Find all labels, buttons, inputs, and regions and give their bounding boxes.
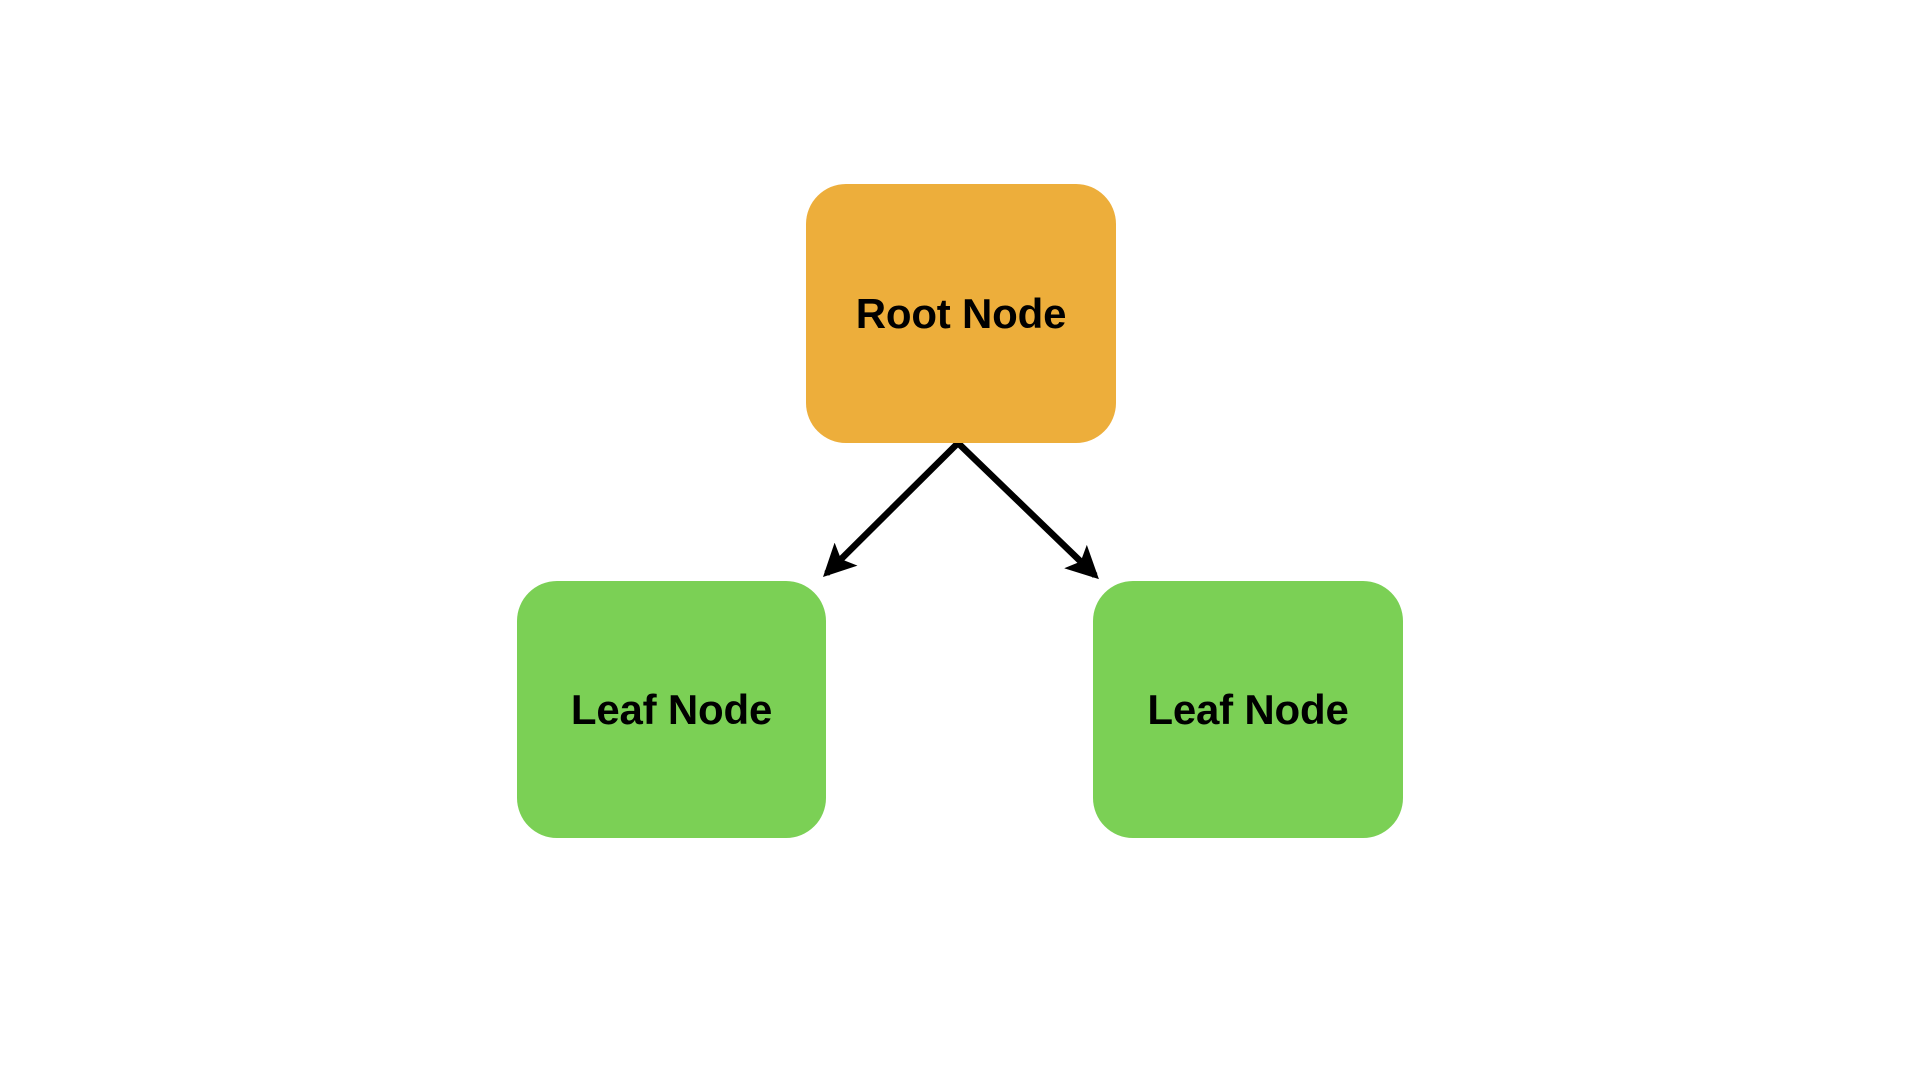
node-leaf-left-label: Leaf Node (570, 685, 773, 733)
node-leaf-right-label: Leaf Node (1147, 685, 1349, 733)
node-root-label: Root Node (855, 289, 1067, 337)
node-root[interactable]: Root Node (806, 184, 1116, 443)
edge-root-to-leaf-right (955, 440, 1099, 580)
node-leaf-left[interactable]: Leaf Node (517, 581, 826, 838)
node-leaf-right[interactable]: Leaf Node (1093, 581, 1403, 838)
edge-root-to-leaf-left (822, 440, 961, 578)
